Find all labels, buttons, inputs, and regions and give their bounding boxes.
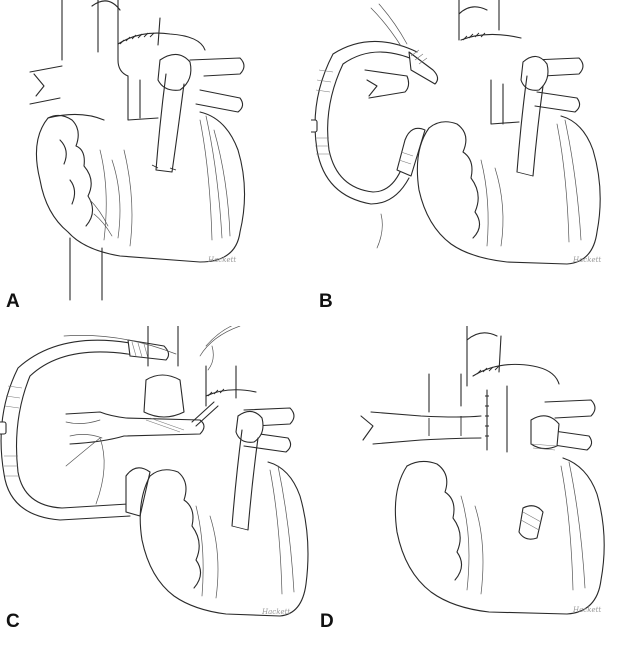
panel-c-label: C bbox=[6, 611, 20, 632]
tubing-connector-icon bbox=[0, 421, 7, 435]
svg-text:Hackett: Hackett bbox=[572, 606, 601, 614]
svg-text:Hackett: Hackett bbox=[572, 256, 601, 264]
panel-b-label: B bbox=[319, 291, 333, 312]
panel-a: Hackett A bbox=[0, 0, 311, 326]
panel-a-drawing: Hackett bbox=[29, 0, 246, 301]
panel-b: Hackett B bbox=[311, 0, 622, 326]
panel-d-label: D bbox=[320, 611, 334, 632]
panel-b-drawing: Hackett bbox=[311, 0, 601, 265]
svg-text:Hackett: Hackett bbox=[261, 608, 290, 616]
svg-text:Hackett: Hackett bbox=[207, 256, 236, 264]
panel-d-drawing: Hackett bbox=[360, 326, 605, 615]
panel-d: Hackett D bbox=[311, 326, 622, 652]
tubing-connector-icon bbox=[311, 119, 318, 133]
panel-c: Hackett C bbox=[0, 326, 311, 652]
panel-a-label: A bbox=[6, 291, 20, 312]
panel-c-drawing: Hackett bbox=[0, 326, 309, 617]
